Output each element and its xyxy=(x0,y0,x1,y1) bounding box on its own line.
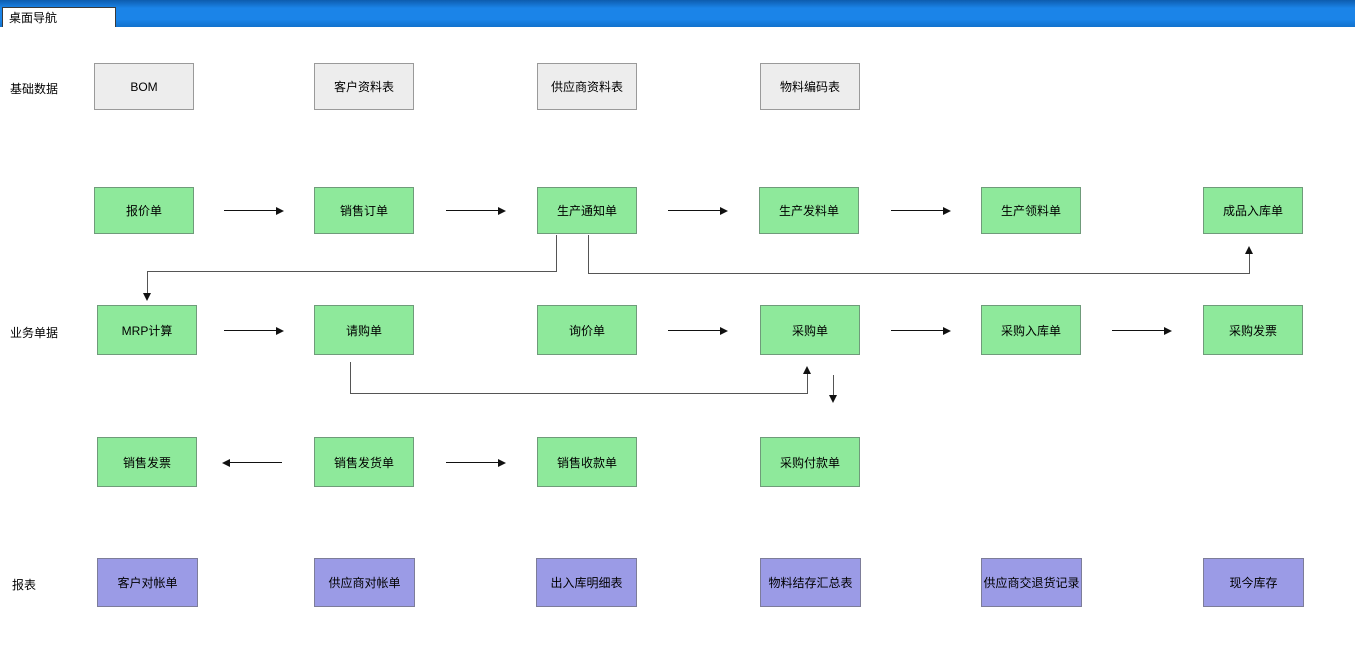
node-quotation[interactable]: 报价单 xyxy=(94,187,194,234)
arrowhead-into-purchase-order xyxy=(803,366,811,374)
node-sales-order[interactable]: 销售订单 xyxy=(314,187,414,234)
node-inout-detail[interactable]: 出入库明细表 xyxy=(536,558,637,607)
row-label-reports: 报表 xyxy=(12,578,37,592)
title-bar: 桌面导航 xyxy=(0,0,1355,27)
node-supplier-delivery-return[interactable]: 供应商交退货记录 xyxy=(981,558,1082,607)
connector-production-notice-to-mrp xyxy=(147,271,148,293)
tab-label: 桌面导航 xyxy=(9,11,58,25)
arrowhead-into-mrp xyxy=(143,293,151,301)
arrow-production-notice-to-production-issue xyxy=(668,206,728,215)
arrow-sales-order-to-production-notice xyxy=(446,206,506,215)
arrow-quotation-to-sales-order xyxy=(224,206,284,215)
connector-purchase-requisition-to-purchase-order xyxy=(350,393,808,394)
arrow-purchase-order-to-purchase-receipt xyxy=(891,326,951,335)
node-finished-goods-receipt[interactable]: 成品入库单 xyxy=(1203,187,1303,234)
connector-production-notice-to-mrp xyxy=(147,271,557,272)
connector-production-notice-to-finished-goods xyxy=(588,235,589,273)
arrow-sales-delivery-to-sales-receipt xyxy=(446,458,506,467)
node-supplier-statement[interactable]: 供应商对帐单 xyxy=(314,558,415,607)
arrow-mrp-to-purchase-requisition xyxy=(224,326,284,335)
node-sales-delivery[interactable]: 销售发货单 xyxy=(314,437,414,487)
node-material-code[interactable]: 物料编码表 xyxy=(760,63,860,110)
node-sales-invoice[interactable]: 销售发票 xyxy=(97,437,197,487)
connector-production-notice-to-finished-goods xyxy=(588,273,1250,274)
node-production-requisition[interactable]: 生产领料单 xyxy=(981,187,1081,234)
node-material-balance-summary[interactable]: 物料结存汇总表 xyxy=(760,558,861,607)
arrow-sales-delivery-to-sales-invoice xyxy=(222,458,282,467)
node-inquiry[interactable]: 询价单 xyxy=(537,305,637,355)
node-production-issue[interactable]: 生产发料单 xyxy=(759,187,859,234)
node-purchase-order[interactable]: 采购单 xyxy=(760,305,860,355)
arrowhead-purchase-order-down xyxy=(829,395,837,403)
row-label-business-docs: 业务单据 xyxy=(10,326,59,340)
connector-production-notice-to-finished-goods xyxy=(1249,254,1250,273)
node-purchase-requisition[interactable]: 请购单 xyxy=(314,305,414,355)
node-customer-statement[interactable]: 客户对帐单 xyxy=(97,558,198,607)
node-purchase-payment[interactable]: 采购付款单 xyxy=(760,437,860,487)
tab-desktop-navigation[interactable]: 桌面导航 xyxy=(2,7,116,27)
arrow-production-issue-to-production-requisition xyxy=(891,206,951,215)
connector-purchase-order-down xyxy=(833,375,834,395)
row-label-basic-data: 基础数据 xyxy=(10,82,59,96)
node-sales-receipt[interactable]: 销售收款单 xyxy=(537,437,637,487)
node-customer-info[interactable]: 客户资料表 xyxy=(314,63,414,110)
node-supplier-info[interactable]: 供应商资料表 xyxy=(537,63,637,110)
arrow-inquiry-to-purchase-order xyxy=(668,326,728,335)
node-mrp[interactable]: MRP计算 xyxy=(97,305,197,355)
node-bom[interactable]: BOM xyxy=(94,63,194,110)
node-purchase-receipt[interactable]: 采购入库单 xyxy=(981,305,1081,355)
arrowhead-into-finished-goods-receipt xyxy=(1245,246,1253,254)
node-purchase-invoice[interactable]: 采购发票 xyxy=(1203,305,1303,355)
connector-production-notice-to-mrp xyxy=(556,235,557,271)
connector-purchase-requisition-to-purchase-order xyxy=(350,362,351,393)
arrow-purchase-receipt-to-purchase-invoice xyxy=(1112,326,1172,335)
node-production-notice[interactable]: 生产通知单 xyxy=(537,187,637,234)
node-current-inventory[interactable]: 现今库存 xyxy=(1203,558,1304,607)
connector-purchase-requisition-to-purchase-order xyxy=(807,374,808,393)
